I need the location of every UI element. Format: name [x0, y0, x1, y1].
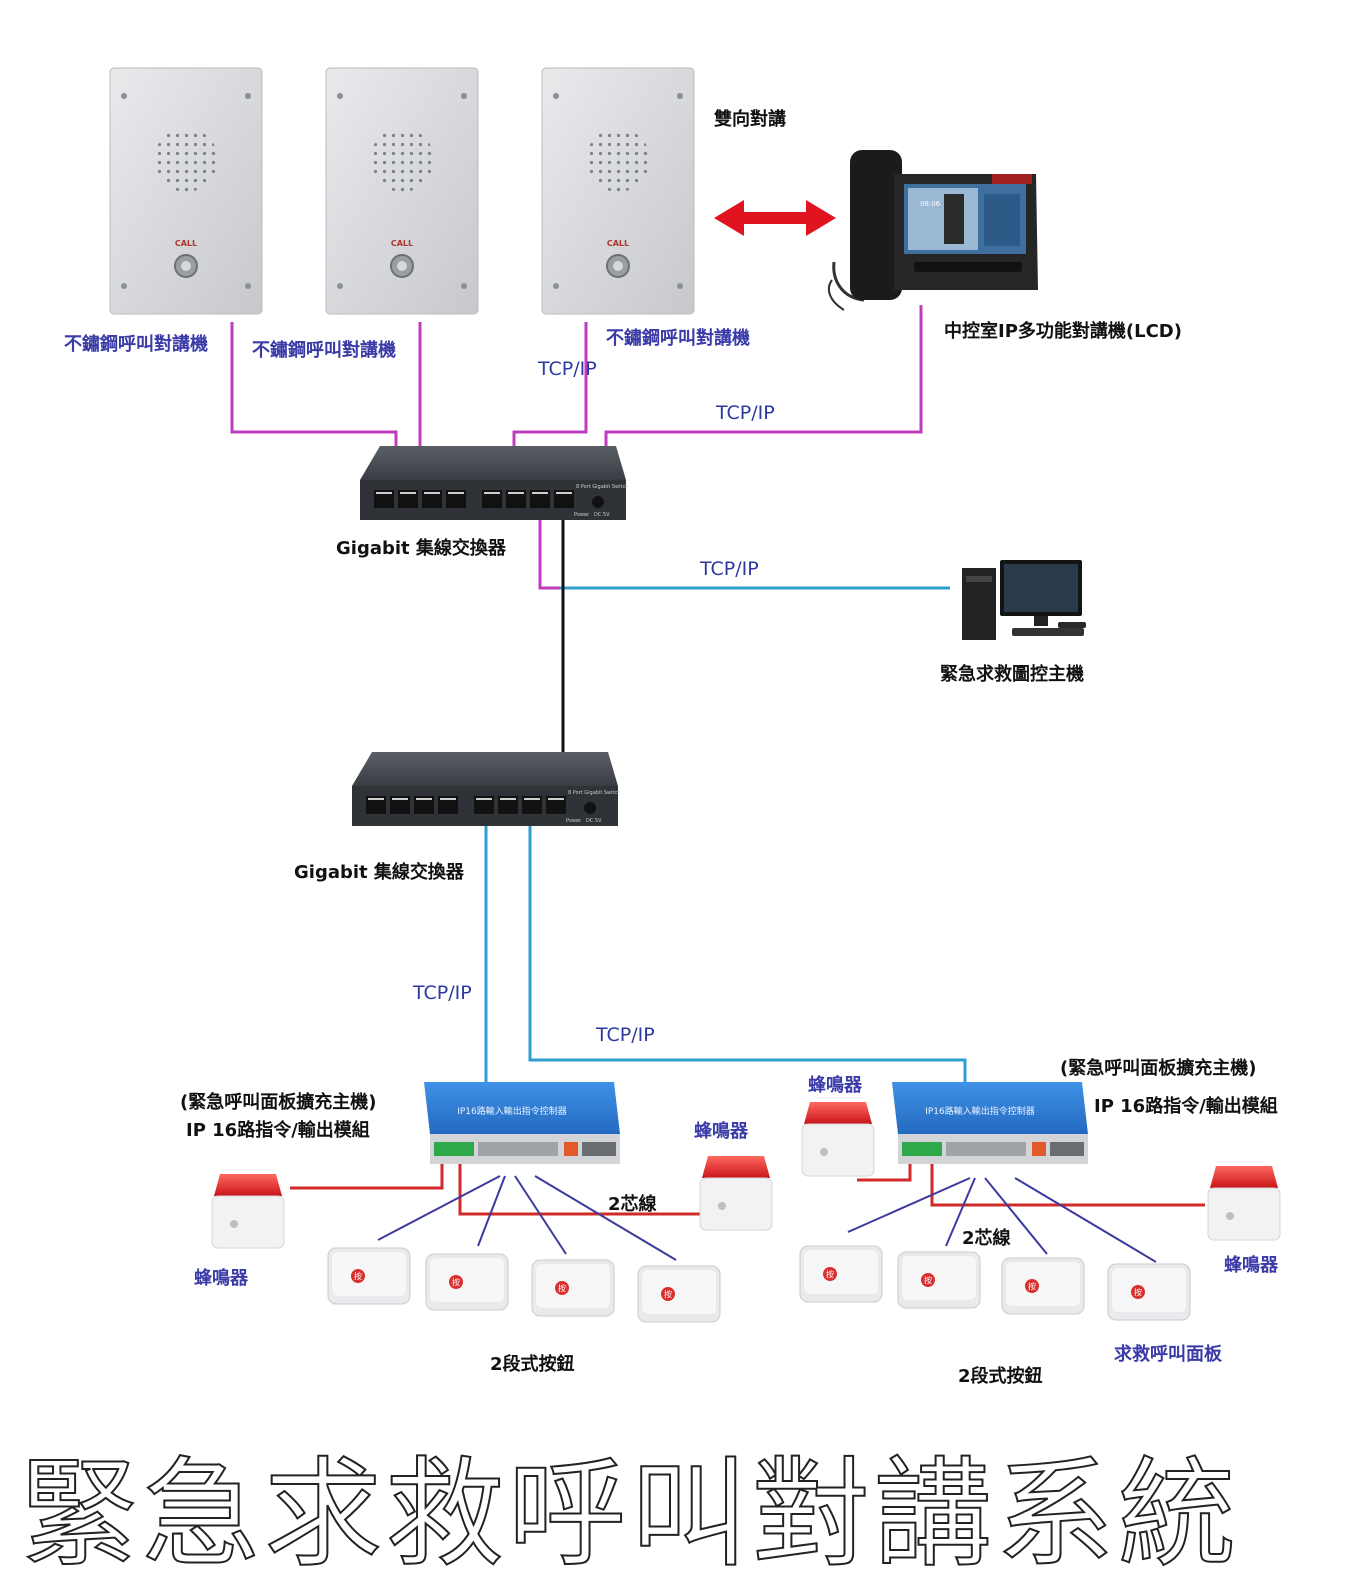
speaker-grille [586, 128, 650, 192]
speaker-grille [370, 128, 434, 192]
label-intercom-1: 不鏽鋼呼叫對講機 [64, 334, 208, 355]
ip-phone-icon: 08:06 [827, 150, 1038, 311]
label-intercom-2: 不鏽鋼呼叫對講機 [252, 340, 396, 361]
network-switch-icon: 8 Port Gigabit Switch Power DC 5V [360, 446, 628, 520]
label-switch-2: Gigabit 集線交換器 [294, 862, 464, 883]
call-text: CALL [607, 239, 629, 248]
call-buttons-right: 按 按 按 按 [799, 1245, 1191, 1321]
svg-text:按: 按 [1134, 1287, 1142, 1297]
wire-pc-magenta [538, 510, 560, 590]
buzzer-icon [699, 1156, 773, 1231]
label-tcp-5: TCP/IP [596, 1024, 655, 1046]
label-wire-left: 2芯線 [608, 1194, 657, 1215]
label-switch-1: Gigabit 集線交換器 [336, 538, 506, 559]
label-wire-right: 2芯線 [962, 1228, 1011, 1249]
intercom-panel-2: CALL [325, 67, 479, 315]
call-button-icon: 按 [531, 1259, 615, 1317]
buzzer-icon [1207, 1166, 1281, 1241]
call-button-icon: 按 [897, 1251, 981, 1309]
label-tcp-1: TCP/IP [538, 358, 597, 380]
svg-text:按: 按 [354, 1271, 362, 1281]
intercom-panel-3: CALL [541, 67, 695, 315]
wire-module-right [528, 815, 967, 1085]
svg-text:按: 按 [664, 1289, 672, 1299]
switch-dc: DC 5V [594, 512, 610, 518]
label-intercom-3: 不鏽鋼呼叫對講機 [606, 328, 750, 349]
call-button-icon: 按 [1001, 1257, 1085, 1315]
label-control-phone: 中控室IP多功能對講機(LCD) [944, 321, 1182, 342]
call-buttons-left: 按 按 按 按 [327, 1247, 721, 1323]
label-buzzer-1: 蜂鳴器 [194, 1268, 248, 1289]
wire-buzzer-3 [857, 1160, 912, 1182]
label-buzzer-3: 蜂鳴器 [808, 1075, 862, 1096]
label-two-way: 雙向對講 [714, 109, 786, 130]
wire-buzzer-2 [458, 1160, 710, 1216]
desktop-pc-icon [962, 560, 1086, 640]
buzzer-icon [211, 1174, 285, 1249]
call-text: CALL [175, 239, 197, 248]
module-face-right: IP16路輸入輸出指令控制器 [925, 1105, 1035, 1117]
switch-dc: DC 5V [586, 818, 602, 824]
label-module-left-title: (緊急呼叫面板擴充主機) [180, 1092, 377, 1113]
svg-text:按: 按 [924, 1275, 932, 1285]
svg-text:按: 按 [1028, 1281, 1036, 1291]
label-buzzer-2: 蜂鳴器 [694, 1121, 748, 1142]
label-module-left-sub: IP 16路指令/輸出模組 [186, 1120, 370, 1141]
call-text: CALL [391, 239, 413, 248]
io-module-icon: IP16路輸入輸出指令控制器 [892, 1082, 1088, 1164]
screen-time: 08:06 [920, 200, 941, 208]
svg-text:按: 按 [452, 1277, 460, 1287]
call-button-icon: 按 [425, 1253, 509, 1311]
label-panel: 求救呼叫面板 [1114, 1344, 1222, 1365]
label-buttons-right: 2段式按鈕 [958, 1366, 1043, 1387]
wire-buzzer-4 [930, 1160, 1205, 1207]
double-arrow-icon [714, 200, 836, 236]
call-button-icon: 按 [1107, 1263, 1191, 1321]
buzzer-icon [801, 1102, 875, 1177]
label-module-right-title: (緊急呼叫面板擴充主機) [1060, 1058, 1257, 1079]
call-button-icon: 按 [637, 1265, 721, 1323]
label-module-right-sub: IP 16路指令/輸出模組 [1094, 1096, 1278, 1117]
label-buttons-left: 2段式按鈕 [490, 1354, 575, 1375]
label-tcp-2: TCP/IP [716, 402, 775, 424]
switch-brand: 8 Port Gigabit Switch [568, 790, 620, 796]
page-title: 緊急求救呼叫對講系統 [19, 1444, 1241, 1584]
switch-brand: 8 Port Gigabit Switch [576, 484, 628, 490]
label-host-pc: 緊急求救圖控主機 [940, 664, 1084, 685]
intercom-panel-1: CALL [109, 67, 263, 315]
label-tcp-3: TCP/IP [700, 558, 759, 580]
svg-text:按: 按 [558, 1283, 566, 1293]
label-tcp-4: TCP/IP [413, 982, 472, 1004]
call-button-icon: 按 [327, 1247, 411, 1305]
svg-text:按: 按 [826, 1269, 834, 1279]
speaker-grille [154, 128, 218, 192]
call-button-icon: 按 [799, 1245, 883, 1303]
network-switch-icon: 8 Port Gigabit Switch Power DC 5V [352, 752, 620, 826]
label-buzzer-4: 蜂鳴器 [1224, 1255, 1278, 1276]
wire-buzzer-1 [290, 1160, 444, 1190]
switch-power: Power [566, 818, 582, 824]
io-module-icon: IP16路輸入輸出指令控制器 [424, 1082, 620, 1164]
module-face-left: IP16路輸入輸出指令控制器 [457, 1105, 567, 1117]
switch-power: Power [574, 512, 590, 518]
